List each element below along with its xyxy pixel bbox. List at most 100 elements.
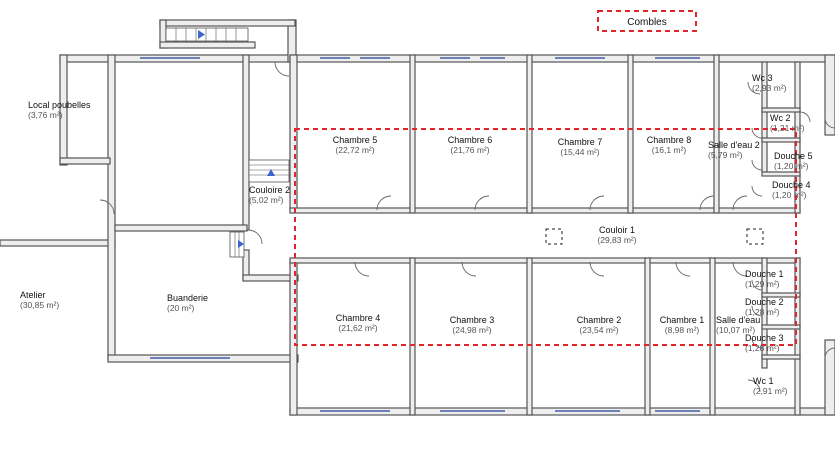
door-swing — [824, 117, 835, 129]
room-area-douche-1: (1,29 m²) — [745, 279, 780, 289]
room-area-couloir-1: (29,83 m²) — [597, 235, 636, 245]
stairs-top — [165, 27, 249, 42]
door-swing — [675, 261, 691, 277]
wall — [824, 54, 835, 136]
room-label-douche-4: Douche 4 — [772, 180, 811, 190]
door-swing — [474, 195, 490, 211]
room-area-douche-2: (1,28 m²) — [745, 307, 780, 317]
wall — [761, 324, 801, 330]
stair-arrow-icon — [238, 240, 244, 248]
room-area-chambre-7: (15,44 m²) — [560, 147, 599, 157]
room-label-wc-2: Wc 2 — [770, 113, 791, 123]
room-label-chambre-8: Chambre 8 — [647, 135, 692, 145]
wall — [526, 257, 533, 416]
wall — [824, 339, 835, 416]
room-label-douche-1: Douche 1 — [745, 269, 784, 279]
wall — [159, 41, 256, 49]
wall — [159, 19, 296, 27]
room-area-chambre-1: (8,98 m²) — [665, 325, 700, 335]
combles-legend-label: Combles — [627, 17, 666, 28]
room-label-local-poubelles: Local poubelles — [28, 100, 91, 110]
wall — [526, 54, 533, 214]
wall — [761, 171, 801, 177]
room-label-chambre-1: Chambre 1 — [660, 315, 705, 325]
room-area-couloire-2: (5,02 m²) — [249, 195, 284, 205]
room-label-chambre-6: Chambre 6 — [448, 135, 493, 145]
door-swing — [799, 111, 811, 123]
wall — [289, 54, 298, 211]
room-label-atelier: Atelier — [20, 290, 46, 300]
room-area-wc-2: (1,21 m²) — [770, 123, 805, 133]
door-swing — [354, 261, 370, 277]
windows — [140, 57, 700, 412]
door-swing — [751, 185, 763, 197]
attic-hatch-marker — [746, 228, 764, 245]
stairs-small — [229, 231, 245, 258]
door-swing — [247, 229, 263, 245]
wall — [761, 292, 801, 298]
room-area-chambre-3: (24,98 m²) — [452, 325, 491, 335]
room-area-salle-eau-1: (10,07 m²) — [716, 325, 755, 335]
room-area-chambre-8: (16,1 m²) — [652, 145, 687, 155]
room-label-douche-2: Douche 2 — [745, 297, 784, 307]
room-label-salle-eau-2: Salle d'eau 2 — [708, 140, 760, 150]
wall — [409, 54, 416, 214]
room-label-chambre-5: Chambre 5 — [333, 135, 378, 145]
door-swing — [732, 195, 748, 211]
door-swing — [461, 261, 477, 277]
room-label-couloir-1: Couloir 1 — [599, 225, 635, 235]
wall — [709, 257, 716, 416]
wall — [409, 257, 416, 416]
room-label-buanderie: Buanderie — [167, 293, 208, 303]
stairs-couloire-2 — [248, 159, 290, 183]
wall — [794, 257, 801, 416]
room-area-local-poubelles: (3,76 m²) — [28, 110, 63, 120]
door-swing — [747, 379, 761, 393]
wall — [242, 274, 299, 282]
doors — [99, 61, 835, 393]
wall — [761, 354, 801, 360]
wall — [107, 54, 116, 361]
room-label-chambre-4: Chambre 4 — [336, 313, 381, 323]
wall — [59, 54, 68, 166]
door-swing — [751, 159, 763, 171]
wall — [761, 107, 801, 113]
wall — [761, 257, 768, 369]
room-label-wc-3: Wc 3 — [752, 73, 773, 83]
room-area-chambre-6: (21,76 m²) — [450, 145, 489, 155]
wall — [761, 137, 801, 143]
wall — [114, 224, 248, 232]
room-labels: Local poubelles(3,76 m²) Couloire 2(5,02 … — [20, 73, 813, 396]
room-label-wc-1: Wc 1 — [753, 376, 774, 386]
combles-outline — [294, 128, 797, 346]
attic-hatch-marker — [545, 228, 563, 245]
stair-arrow-icon — [198, 30, 205, 39]
wall — [713, 54, 720, 214]
room-area-chambre-4: (21,62 m²) — [338, 323, 377, 333]
room-area-chambre-5: (22,72 m²) — [335, 145, 374, 155]
room-area-chambre-2: (23,54 m²) — [579, 325, 618, 335]
room-label-chambre-2: Chambre 2 — [577, 315, 622, 325]
room-label-douche-3: Douche 3 — [745, 333, 784, 343]
room-label-salle-eau-1: Salle d'eau — [716, 315, 760, 325]
door-swing — [732, 261, 748, 277]
wall — [644, 257, 651, 416]
room-label-couloire-2: Couloire 2 — [249, 185, 290, 195]
room-area-douche-4: (1,20 m²) — [772, 190, 807, 200]
stair-arrow-icon — [267, 169, 275, 176]
wall — [627, 54, 634, 214]
room-area-atelier: (30,85 m²) — [20, 300, 59, 310]
door-swing — [589, 261, 605, 277]
door-swing — [751, 305, 763, 317]
room-label-chambre-3: Chambre 3 — [450, 315, 495, 325]
walls — [0, 19, 835, 416]
door-swing — [589, 195, 605, 211]
door-swing — [699, 195, 715, 211]
door-swing — [99, 199, 115, 215]
door-swing — [274, 61, 290, 77]
room-area-wc-3: (2,93 m²) — [752, 83, 787, 93]
wall — [0, 239, 116, 247]
room-label-douche-5: Douche 5 — [774, 151, 813, 161]
